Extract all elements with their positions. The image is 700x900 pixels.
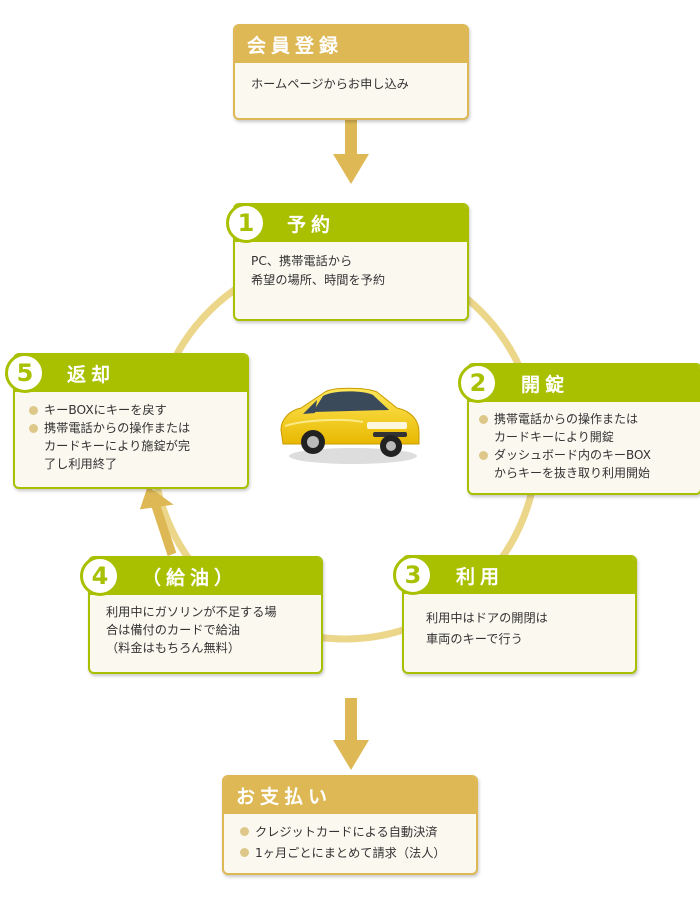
step-return-title: 返却 — [15, 355, 247, 392]
step-use-title: 利用 — [404, 557, 635, 594]
step-unlock-bullet: 携帯電話からの操作または カードキーにより開錠 — [479, 410, 694, 446]
register-box: 会員登録 ホームページからお申し込み — [233, 24, 469, 120]
payment-box: お支払い クレジットカードによる自動決済 1ヶ月ごとにまとめて請求（法人） — [222, 775, 478, 875]
step-use-line: 利用中はドアの開閉は — [426, 611, 548, 625]
step-return-bullet: キーBOXにキーを戻す — [29, 401, 239, 419]
step-refuel-box: （給油） 利用中にガソリンが不足する場 合は備付のカードで給油 （料金はもちろん… — [88, 556, 323, 674]
step-number-4: 4 — [80, 556, 120, 596]
step-return-bullet: 携帯電話からの操作または カードキーにより施錠が完 了し利用終了 — [29, 419, 239, 473]
step-use-line: 車両のキーで行う — [426, 632, 523, 646]
step-reserve-line: 希望の場所、時間を予約 — [251, 273, 386, 287]
step-unlock-box: 開錠 携帯電話からの操作または カードキーにより開錠 ダッシュボード内のキーBO… — [467, 363, 700, 495]
step-refuel-line: 合は備付のカードで給油 — [106, 623, 241, 637]
down-arrow-icon — [333, 112, 369, 184]
register-text: ホームページからお申し込み — [251, 77, 409, 91]
step-refuel-title: （給油） — [90, 558, 321, 595]
down-arrow-icon — [333, 698, 369, 770]
step-return-box: 返却 キーBOXにキーを戻す 携帯電話からの操作または カードキーにより施錠が完… — [13, 353, 249, 489]
step-unlock-title: 開錠 — [469, 365, 700, 402]
step-reserve-title: 予約 — [235, 205, 467, 242]
step-unlock-bullet: ダッシュボード内のキーBOX からキーを抜き取り利用開始 — [479, 446, 694, 482]
yellow-car-icon — [280, 387, 420, 464]
step-reserve-box: 予約 PC、携帯電話から 希望の場所、時間を予約 — [233, 203, 469, 321]
payment-title: お支払い — [224, 777, 476, 814]
payment-bullet: クレジットカードによる自動決済 — [240, 822, 460, 843]
step-refuel-line: 利用中にガソリンが不足する場 — [106, 605, 277, 619]
step-number-5: 5 — [5, 353, 45, 393]
step-number-3: 3 — [393, 555, 433, 595]
step-number-2: 2 — [458, 363, 498, 403]
step-number-1: 1 — [226, 203, 266, 243]
register-title: 会員登録 — [235, 26, 467, 63]
step-refuel-line: （料金はもちろん無料） — [106, 641, 241, 655]
cycle-arrow-icon — [140, 486, 177, 556]
payment-bullet: 1ヶ月ごとにまとめて請求（法人） — [240, 843, 460, 864]
step-use-box: 利用 利用中はドアの開閉は 車両のキーで行う — [402, 555, 637, 674]
step-reserve-line: PC、携帯電話から — [251, 254, 353, 268]
